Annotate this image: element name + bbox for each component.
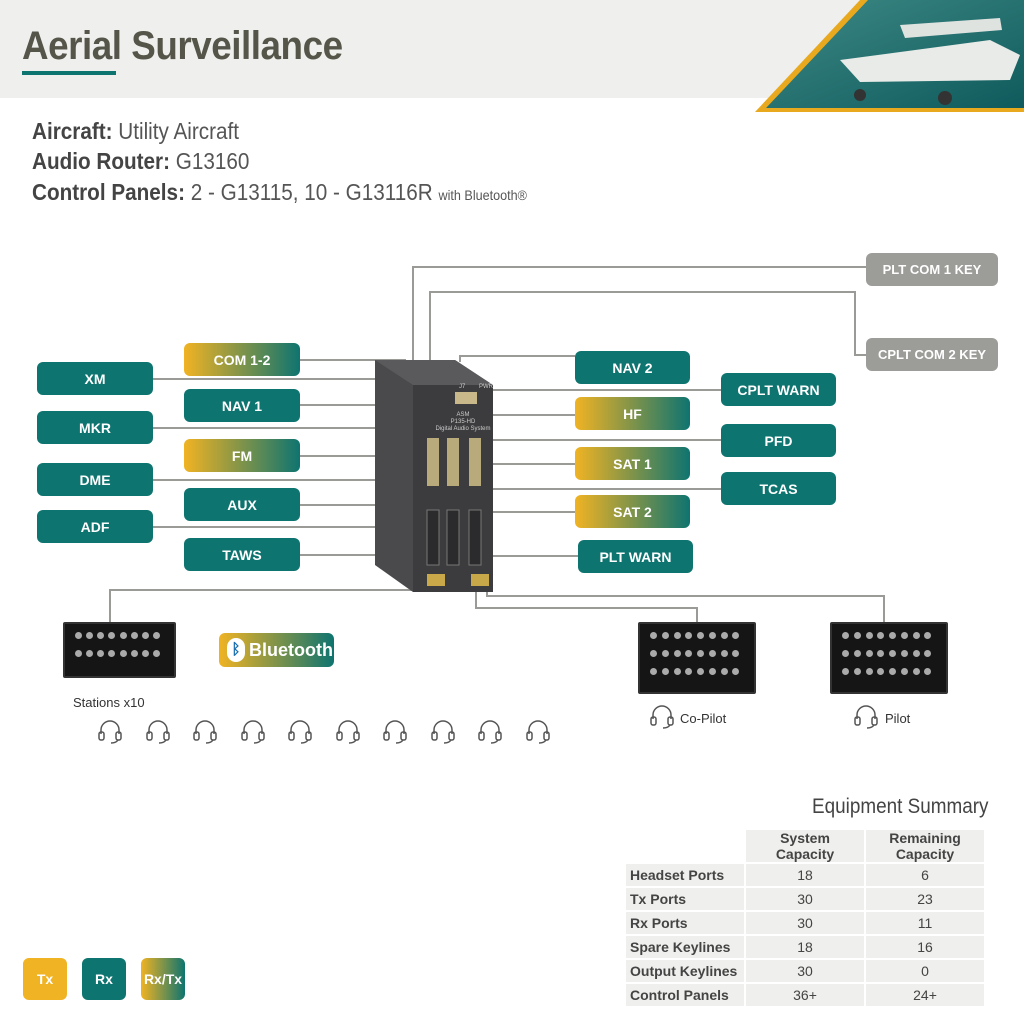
- remaining-capacity: 11: [866, 912, 984, 934]
- row-label: Output Keylines: [626, 960, 744, 982]
- pilot-label: Pilot: [885, 711, 911, 726]
- signal-box: SAT 2: [575, 495, 690, 528]
- signal-box: PLT WARN: [578, 540, 693, 573]
- copilot-control-panel: [638, 622, 756, 694]
- signal-box: MKR: [37, 411, 153, 444]
- headset-icon: [524, 718, 552, 744]
- remaining-capacity: 16: [866, 936, 984, 958]
- router-info: Audio Router: G13160: [32, 148, 249, 175]
- signal-box: FM: [184, 439, 300, 472]
- headset-icon: [334, 718, 362, 744]
- remaining-capacity: 6: [866, 864, 984, 886]
- signal-box: NAV 2: [575, 351, 690, 384]
- remaining-capacity: 23: [866, 888, 984, 910]
- stations-label: Stations x10: [73, 695, 145, 710]
- device-desc: Digital Audio System: [435, 426, 491, 432]
- system-capacity: 36+: [746, 984, 864, 1006]
- headset-icon: [648, 703, 676, 729]
- headset-icon: [144, 718, 172, 744]
- router-value: G13160: [175, 148, 250, 174]
- col-header: System Capacity: [746, 830, 864, 862]
- pilot-control-panel: [830, 622, 948, 694]
- device-j7-label: J7: [459, 384, 466, 390]
- headset-icon: [239, 718, 267, 744]
- router-label: Audio Router:: [32, 148, 170, 174]
- device-brand: ASM: [456, 412, 470, 418]
- headset-icon: [852, 703, 880, 729]
- key-box: PLT COM 1 KEY: [866, 253, 998, 286]
- headset-icon: [286, 718, 314, 744]
- audio-router-device: ASM P135-HD Digital Audio System J7 PWR: [375, 360, 493, 592]
- signal-box: CPLT WARN: [721, 373, 836, 406]
- key-box: CPLT COM 2 KEY: [866, 338, 998, 371]
- headset-icon: [96, 718, 124, 744]
- signal-box: NAV 1: [184, 389, 300, 422]
- panels-info: Control Panels: 2 - G13115, 10 - G13116R…: [32, 179, 527, 206]
- title-underline: [22, 71, 116, 75]
- device-pwr-label: PWR: [479, 384, 493, 390]
- system-capacity: 30: [746, 960, 864, 982]
- legend-rxtx: Rx/Tx: [141, 958, 185, 1000]
- system-capacity: 18: [746, 936, 864, 958]
- remaining-capacity: 0: [866, 960, 984, 982]
- system-capacity: 30: [746, 888, 864, 910]
- headset-icon: [191, 718, 219, 744]
- page-title: Aerial Surveillance: [22, 24, 343, 68]
- panels-label: Control Panels:: [32, 179, 185, 205]
- signal-box: AUX: [184, 488, 300, 521]
- remaining-capacity: 24+: [866, 984, 984, 1006]
- summary-title: Equipment Summary: [812, 795, 989, 818]
- aircraft-photo: [755, 0, 1024, 112]
- signal-box: TCAS: [721, 472, 836, 505]
- signal-box: XM: [37, 362, 153, 395]
- row-label: Spare Keylines: [626, 936, 744, 958]
- signal-box: SAT 1: [575, 447, 690, 480]
- device-model: P135-HD: [450, 419, 476, 425]
- legend-tx: Tx: [23, 958, 67, 1000]
- system-capacity: 18: [746, 864, 864, 886]
- system-capacity: 30: [746, 912, 864, 934]
- bluetooth-label: Bluetooth: [249, 639, 333, 660]
- signal-box: PFD: [721, 424, 836, 457]
- station-control-panel: [63, 622, 176, 678]
- panels-suffix: with Bluetooth®: [438, 187, 527, 203]
- col-header: Remaining Capacity: [866, 830, 984, 862]
- headset-icon: [381, 718, 409, 744]
- signal-box: DME: [37, 463, 153, 496]
- signal-box: COM 1-2: [184, 343, 300, 376]
- aircraft-value: Utility Aircraft: [118, 118, 240, 144]
- signal-box: ADF: [37, 510, 153, 543]
- aircraft-label: Aircraft:: [32, 118, 113, 144]
- signal-box: HF: [575, 397, 690, 430]
- bluetooth-icon: ᛒ: [227, 638, 245, 662]
- panels-value: 2 - G13115, 10 - G13116R: [190, 179, 433, 205]
- signal-box: TAWS: [184, 538, 300, 571]
- row-label: Control Panels: [626, 984, 744, 1006]
- row-label: Rx Ports: [626, 912, 744, 934]
- headset-icon: [429, 718, 457, 744]
- row-label: Headset Ports: [626, 864, 744, 886]
- legend-rx: Rx: [82, 958, 126, 1000]
- aircraft-info: Aircraft: Utility Aircraft: [32, 118, 239, 145]
- row-label: Tx Ports: [626, 888, 744, 910]
- headset-icon: [476, 718, 504, 744]
- copilot-label: Co-Pilot: [680, 711, 727, 726]
